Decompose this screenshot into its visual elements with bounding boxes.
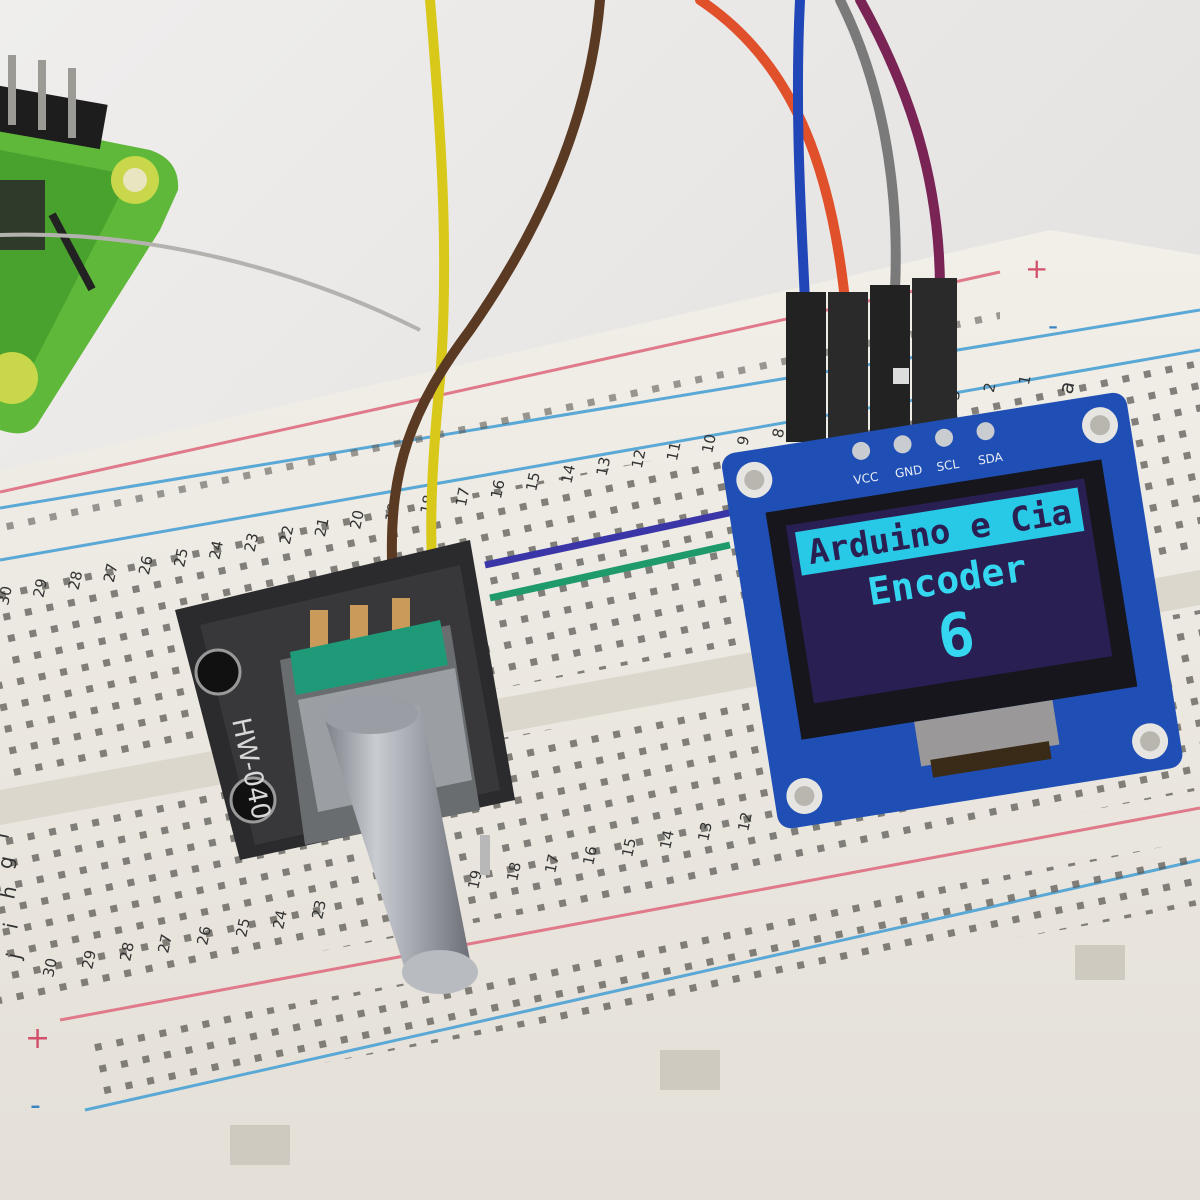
column-number-bottom: 16 (579, 844, 601, 866)
wire-yellow (425, 0, 450, 565)
oled-pin-header (852, 422, 995, 460)
dupont-connector-blue (786, 292, 826, 442)
rotary-encoder-module: HW-040 (175, 540, 515, 994)
rail-plus-bottom: + (25, 1021, 50, 1056)
column-number-top: 11 (663, 440, 685, 462)
oled-pin-label: VCC (853, 470, 880, 488)
wire-purple (855, 0, 945, 295)
row-letter-bottom: j (1, 951, 26, 962)
oled-pin-label: GND (894, 463, 923, 481)
rail-line-blue-top-2 (0, 348, 1200, 562)
column-number-top: 23 (241, 531, 263, 553)
column-number-top: 10 (698, 432, 720, 454)
column-number-bottom: 30 (39, 956, 61, 978)
column-number-bottom: 29 (78, 948, 100, 970)
column-number-top: 2 (980, 381, 1000, 394)
column-number-bottom: 26 (193, 924, 215, 946)
oled-pin-labels: VCC GND SCL SDA (853, 450, 1005, 488)
column-number-bottom: 24 (269, 908, 291, 930)
column-number-top: 9 (734, 434, 754, 447)
rail-minus-bottom: - (30, 1088, 41, 1123)
column-number-bottom: 15 (618, 836, 640, 858)
column-number-top: 14 (558, 463, 580, 485)
column-number-bottom: 27 (154, 932, 176, 954)
column-number-top: 21 (311, 516, 333, 538)
rail-line-red-bottom (59, 806, 1200, 1022)
jumper-wires (386, 0, 957, 602)
column-number-top: 8 (769, 427, 789, 440)
column-number-bottom: 28 (116, 940, 138, 962)
wire-blue (792, 0, 810, 305)
row-letter-bottom: g (0, 854, 19, 871)
column-number-top: 13 (593, 455, 615, 477)
usb-cable (0, 232, 421, 332)
row-letter-bottom: i (0, 921, 23, 931)
column-number-top: 1 (1015, 373, 1035, 386)
dupont-connector-gray (870, 285, 910, 435)
microcontroller-board (0, 55, 179, 434)
rail-minus-top: - (1048, 309, 1058, 342)
column-number-bottom: 25 (232, 916, 254, 938)
column-number-top: 15 (522, 470, 544, 492)
column-number-bottom: 12 (734, 810, 756, 832)
column-number-bottom: 18 (503, 860, 525, 882)
row-letter-top: a (1053, 379, 1079, 396)
column-number-bottom: 23 (308, 898, 330, 920)
column-number-top: 29 (30, 577, 52, 599)
column-number-bottom: 13 (694, 820, 716, 842)
rail-plus-top: + (1025, 252, 1048, 285)
column-number-top: 27 (100, 562, 122, 584)
column-number-top: 25 (170, 546, 192, 568)
encoder-shaft (322, 694, 478, 994)
oled-pin-label: SCL (935, 457, 960, 474)
oled-banner (795, 487, 1085, 576)
column-number-bottom: 14 (656, 828, 678, 850)
row-letter-bottom: h (0, 884, 22, 901)
wire-gray (835, 0, 901, 295)
wire-jumper-green-long (489, 541, 731, 602)
rail-labels: + - + - (25, 252, 1058, 1123)
column-number-top: 12 (628, 448, 650, 470)
wire-brown (386, 0, 605, 565)
oled-pin-label: SDA (977, 450, 1005, 468)
column-number-top: 24 (206, 539, 228, 561)
column-number-top: 28 (65, 569, 87, 591)
column-number-top: 16 (487, 478, 509, 500)
column-number-bottom: 17 (541, 852, 563, 874)
column-number-top: 20 (346, 508, 368, 530)
column-number-top: 30 (0, 584, 16, 606)
column-number-top: 26 (135, 554, 157, 576)
dupont-connector-red (828, 292, 868, 442)
dupont-connector-purple (912, 278, 957, 428)
column-number-top: 17 (452, 486, 474, 508)
column-number-top: 22 (276, 524, 298, 546)
